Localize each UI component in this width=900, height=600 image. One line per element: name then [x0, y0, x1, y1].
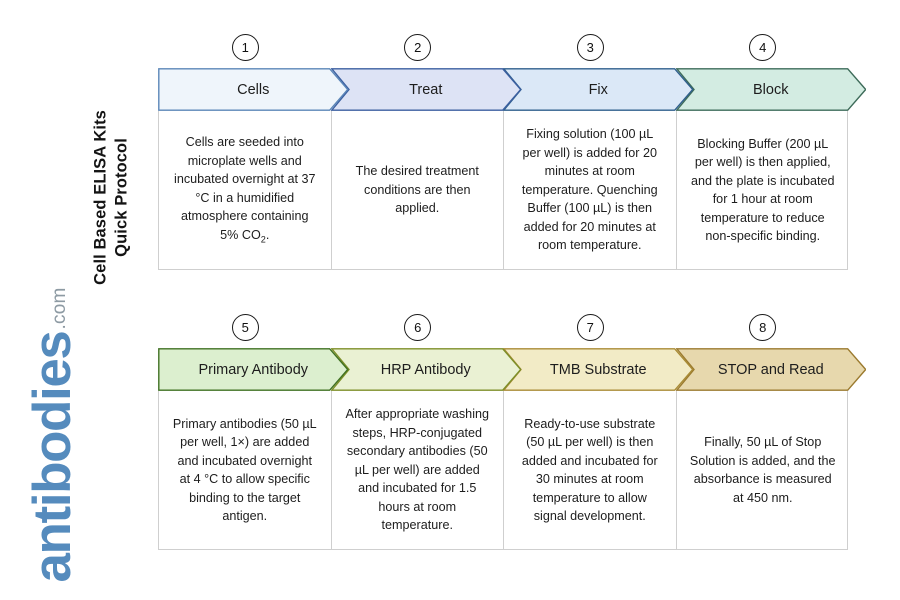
antibodies-logo[interactable]: antibodies .com — [8, 270, 82, 600]
step-number-text: 3 — [586, 40, 594, 55]
description-box: Primary antibodies (50 µL per well, 1×) … — [158, 391, 848, 550]
step-number-badge: 1 — [231, 34, 259, 61]
step-chevron[interactable]: HRP Antibody — [330, 348, 521, 391]
step-description-cell: After appropriate washing steps, HRP-con… — [332, 391, 504, 549]
step-number-text: 4 — [759, 40, 767, 55]
step-chevron[interactable]: STOP and Read — [675, 348, 866, 391]
step-number-strip: 1 2 3 4 — [158, 34, 848, 68]
step-number-text: 6 — [414, 320, 422, 335]
step-description-text: Fixing solution (100 µL per well) is add… — [521, 127, 658, 253]
chevron-shape — [330, 68, 521, 111]
step-chevron[interactable]: Cells — [158, 68, 349, 111]
chevron-band: Primary Antibody HRP Antibody TMB Substrat… — [158, 348, 866, 391]
step-label: TMB Substrate — [549, 361, 647, 378]
step-chevron[interactable]: Fix — [503, 68, 694, 111]
step-description-cell: Fixing solution (100 µL per well) is add… — [504, 111, 677, 269]
chevron-shape — [158, 348, 349, 391]
protocol-row-2: 5 6 7 8 Primary Antibody HRP Antibody TMB Sub… — [158, 314, 866, 550]
left-rail: Cell Based ELISA Kits Quick Protocol ant… — [0, 0, 150, 594]
step-number-badge: 8 — [749, 314, 777, 341]
step-description-text: After appropriate washing steps, HRP-con… — [345, 407, 489, 533]
chevron-shape — [158, 68, 349, 111]
step-label: Treat — [409, 81, 443, 98]
step-number-badge: 3 — [576, 34, 604, 61]
chevron-shape — [675, 348, 866, 391]
step-label: HRP Antibody — [380, 361, 471, 378]
step-description-cell: Blocking Buffer (200 µL per well) is the… — [677, 111, 850, 269]
chevron-shape — [503, 348, 694, 391]
chevron-band: Cells Treat Fix Block — [158, 68, 866, 111]
step-number-badge: 5 — [231, 314, 259, 341]
step-number-text: 7 — [586, 320, 594, 335]
step-description-text: Ready-to-use substrate (50 µL per well) … — [521, 416, 658, 524]
page-title: Cell Based ELISA Kits Quick Protocol — [91, 110, 131, 285]
step-chevron[interactable]: Block — [675, 68, 866, 111]
step-number-text: 8 — [759, 320, 767, 335]
step-description-cell: Finally, 50 µL of Stop Solution is added… — [677, 391, 850, 549]
step-chevron[interactable]: Treat — [330, 68, 521, 111]
step-number-badge: 2 — [404, 34, 432, 61]
step-description-text: Blocking Buffer (200 µL per well) is the… — [690, 136, 835, 244]
step-chevron[interactable]: Primary Antibody — [158, 348, 349, 391]
step-chevron[interactable]: TMB Substrate — [503, 348, 694, 391]
step-label: Fix — [588, 81, 608, 98]
step-label: Primary Antibody — [198, 361, 309, 378]
step-number-text: 2 — [414, 40, 422, 55]
step-description-cell: The desired treatment conditions are the… — [332, 111, 504, 269]
chevron-shape — [675, 68, 866, 111]
step-number-strip: 5 6 7 8 — [158, 314, 848, 348]
logo-wordmark: antibodies — [22, 331, 82, 583]
step-number-badge: 6 — [404, 314, 432, 341]
step-description-text: Primary antibodies (50 µL per well, 1×) … — [172, 416, 317, 524]
step-label: Block — [753, 81, 789, 98]
step-number-badge: 7 — [576, 314, 604, 341]
step-number-text: 1 — [241, 40, 249, 55]
chevron-shape — [503, 68, 694, 111]
step-label: Cells — [237, 81, 270, 98]
step-description-text: The desired treatment conditions are the… — [355, 164, 479, 216]
step-description-text: Cells are seeded into microplate wells a… — [174, 135, 316, 245]
step-description-text: Finally, 50 µL of Stop Solution is added… — [689, 435, 836, 505]
description-box: Cells are seeded into microplate wells a… — [158, 111, 848, 270]
step-label: STOP and Read — [717, 361, 824, 378]
step-description-cell: Primary antibodies (50 µL per well, 1×) … — [159, 391, 332, 549]
step-description-cell: Ready-to-use substrate (50 µL per well) … — [504, 391, 677, 549]
step-number-badge: 4 — [749, 34, 777, 61]
logo-domain-suffix: .com — [49, 287, 70, 330]
step-number-text: 5 — [241, 320, 249, 335]
step-description-cell: Cells are seeded into microplate wells a… — [159, 111, 332, 269]
chevron-shape — [330, 348, 521, 391]
protocol-row-1: 1 2 3 4 Cells Treat Fix Block Cells are seeded… — [158, 34, 866, 270]
